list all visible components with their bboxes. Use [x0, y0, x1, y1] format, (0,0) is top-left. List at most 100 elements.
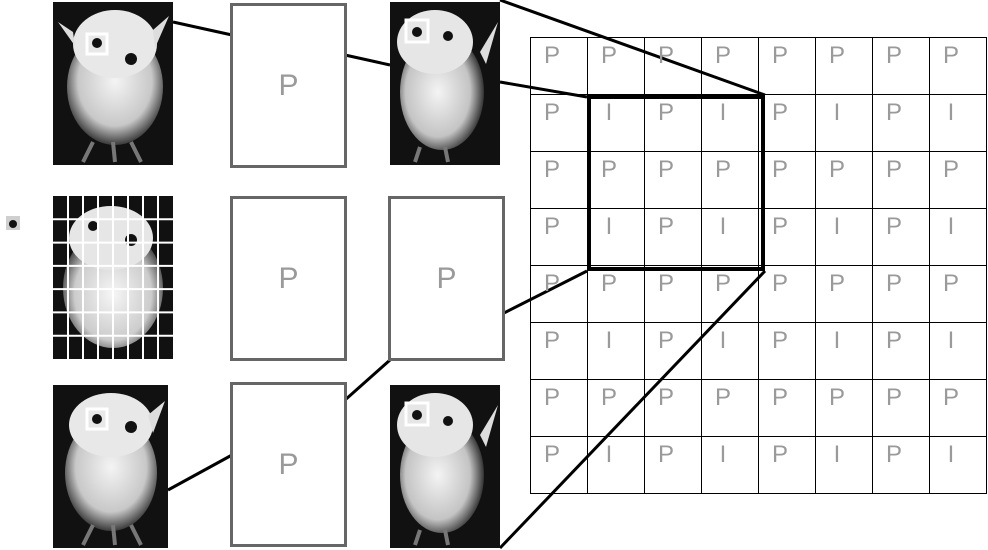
grid-cell: P	[588, 380, 645, 437]
cell-type-label: P	[544, 209, 560, 245]
cell-type-label: I	[720, 95, 727, 131]
grid-cell: P	[645, 266, 702, 323]
grid-cell: P	[816, 380, 873, 437]
grid-cell: P	[873, 323, 930, 380]
grid-cell: P	[759, 266, 816, 323]
frame-label: P	[278, 69, 298, 103]
link-photo-top-left-to-frame	[173, 22, 232, 35]
cell-type-label: P	[943, 266, 959, 302]
grid-cell: P	[645, 323, 702, 380]
cell-type-label: P	[772, 266, 788, 302]
grid-cell: P	[588, 152, 645, 209]
link-photo-bottom-left-to-frame	[168, 455, 232, 490]
cell-type-label: P	[544, 95, 560, 131]
cell-type-label: P	[658, 95, 674, 131]
link-frame-bottom-to-frame-mid-right	[345, 360, 390, 400]
cell-type-label: P	[772, 380, 788, 416]
grid-cell: P	[759, 152, 816, 209]
grid-cell: I	[702, 209, 759, 266]
cell-type-label: P	[658, 152, 674, 188]
grid-cell: P	[645, 437, 702, 494]
grid-cell: P	[702, 152, 759, 209]
cell-type-label: P	[886, 209, 902, 245]
grid-cell: P	[873, 380, 930, 437]
grid-cell: P	[930, 38, 987, 95]
grid-cell: P	[531, 152, 588, 209]
grid-cell: P	[930, 266, 987, 323]
cell-type-label: P	[886, 380, 902, 416]
grid-cell: P	[645, 152, 702, 209]
cell-type-label: P	[601, 266, 617, 302]
grid-cell: P	[531, 95, 588, 152]
grid-cell: P	[873, 209, 930, 266]
frame-label: P	[278, 262, 298, 296]
cell-type-label: P	[658, 437, 674, 473]
cell-type-label: I	[720, 209, 727, 245]
grid-cell: P	[759, 323, 816, 380]
grid-cell: I	[588, 209, 645, 266]
cell-type-label: P	[601, 152, 617, 188]
grid-cell: I	[588, 95, 645, 152]
cell-type-label: I	[948, 95, 955, 131]
cell-type-label: I	[834, 437, 841, 473]
link-frame-to-photo-top-right	[345, 55, 390, 65]
cell-type-label: I	[834, 323, 841, 359]
cell-type-label: P	[886, 266, 902, 302]
frame-label: P	[436, 262, 456, 296]
chick-photo-top-left	[53, 2, 173, 165]
cell-type-label: I	[948, 323, 955, 359]
grid-cell: I	[588, 323, 645, 380]
cell-type-label: P	[715, 380, 731, 416]
grid-cell: P	[873, 38, 930, 95]
grid-cell: I	[930, 323, 987, 380]
grid-cell: P	[816, 38, 873, 95]
grid-cell: P	[588, 266, 645, 323]
cell-type-label: I	[948, 209, 955, 245]
grid-cell: P	[645, 95, 702, 152]
cell-type-label: P	[772, 38, 788, 74]
cell-type-label: I	[606, 437, 613, 473]
grid-cell: I	[930, 437, 987, 494]
grid-cell: P	[873, 152, 930, 209]
grid-cell: P	[873, 95, 930, 152]
grid-cell: P	[531, 266, 588, 323]
cell-type-label: I	[720, 437, 727, 473]
cell-type-label: I	[606, 95, 613, 131]
cell-type-label: I	[834, 95, 841, 131]
cell-type-label: P	[715, 38, 731, 74]
cell-type-label: P	[829, 380, 845, 416]
grid-cell: P	[759, 95, 816, 152]
cell-type-label: I	[948, 437, 955, 473]
chick-eye-left	[92, 38, 102, 48]
cell-type-label: P	[601, 38, 617, 74]
frame-label: P	[278, 448, 298, 482]
frame-middle-right: P	[388, 196, 505, 361]
grid-cell: I	[702, 323, 759, 380]
frame-middle-center: P	[230, 196, 347, 361]
grid-cell: P	[645, 209, 702, 266]
cell-type-label: P	[943, 152, 959, 188]
grid-cell: P	[645, 38, 702, 95]
grid-cell: P	[702, 38, 759, 95]
cell-type-label: P	[886, 323, 902, 359]
grid-cell: P	[531, 209, 588, 266]
frame-top-middle: P	[230, 3, 347, 168]
cell-type-label: P	[658, 209, 674, 245]
grid-cell: P	[531, 380, 588, 437]
cell-type-label: P	[829, 266, 845, 302]
cell-type-label: P	[658, 38, 674, 74]
grid-cell: P	[702, 266, 759, 323]
grid-cell: P	[759, 437, 816, 494]
grid-cell: I	[702, 95, 759, 152]
grid-cell: P	[645, 380, 702, 437]
grid-cell: I	[588, 437, 645, 494]
cell-type-label: I	[606, 209, 613, 245]
cell-type-label: P	[886, 437, 902, 473]
